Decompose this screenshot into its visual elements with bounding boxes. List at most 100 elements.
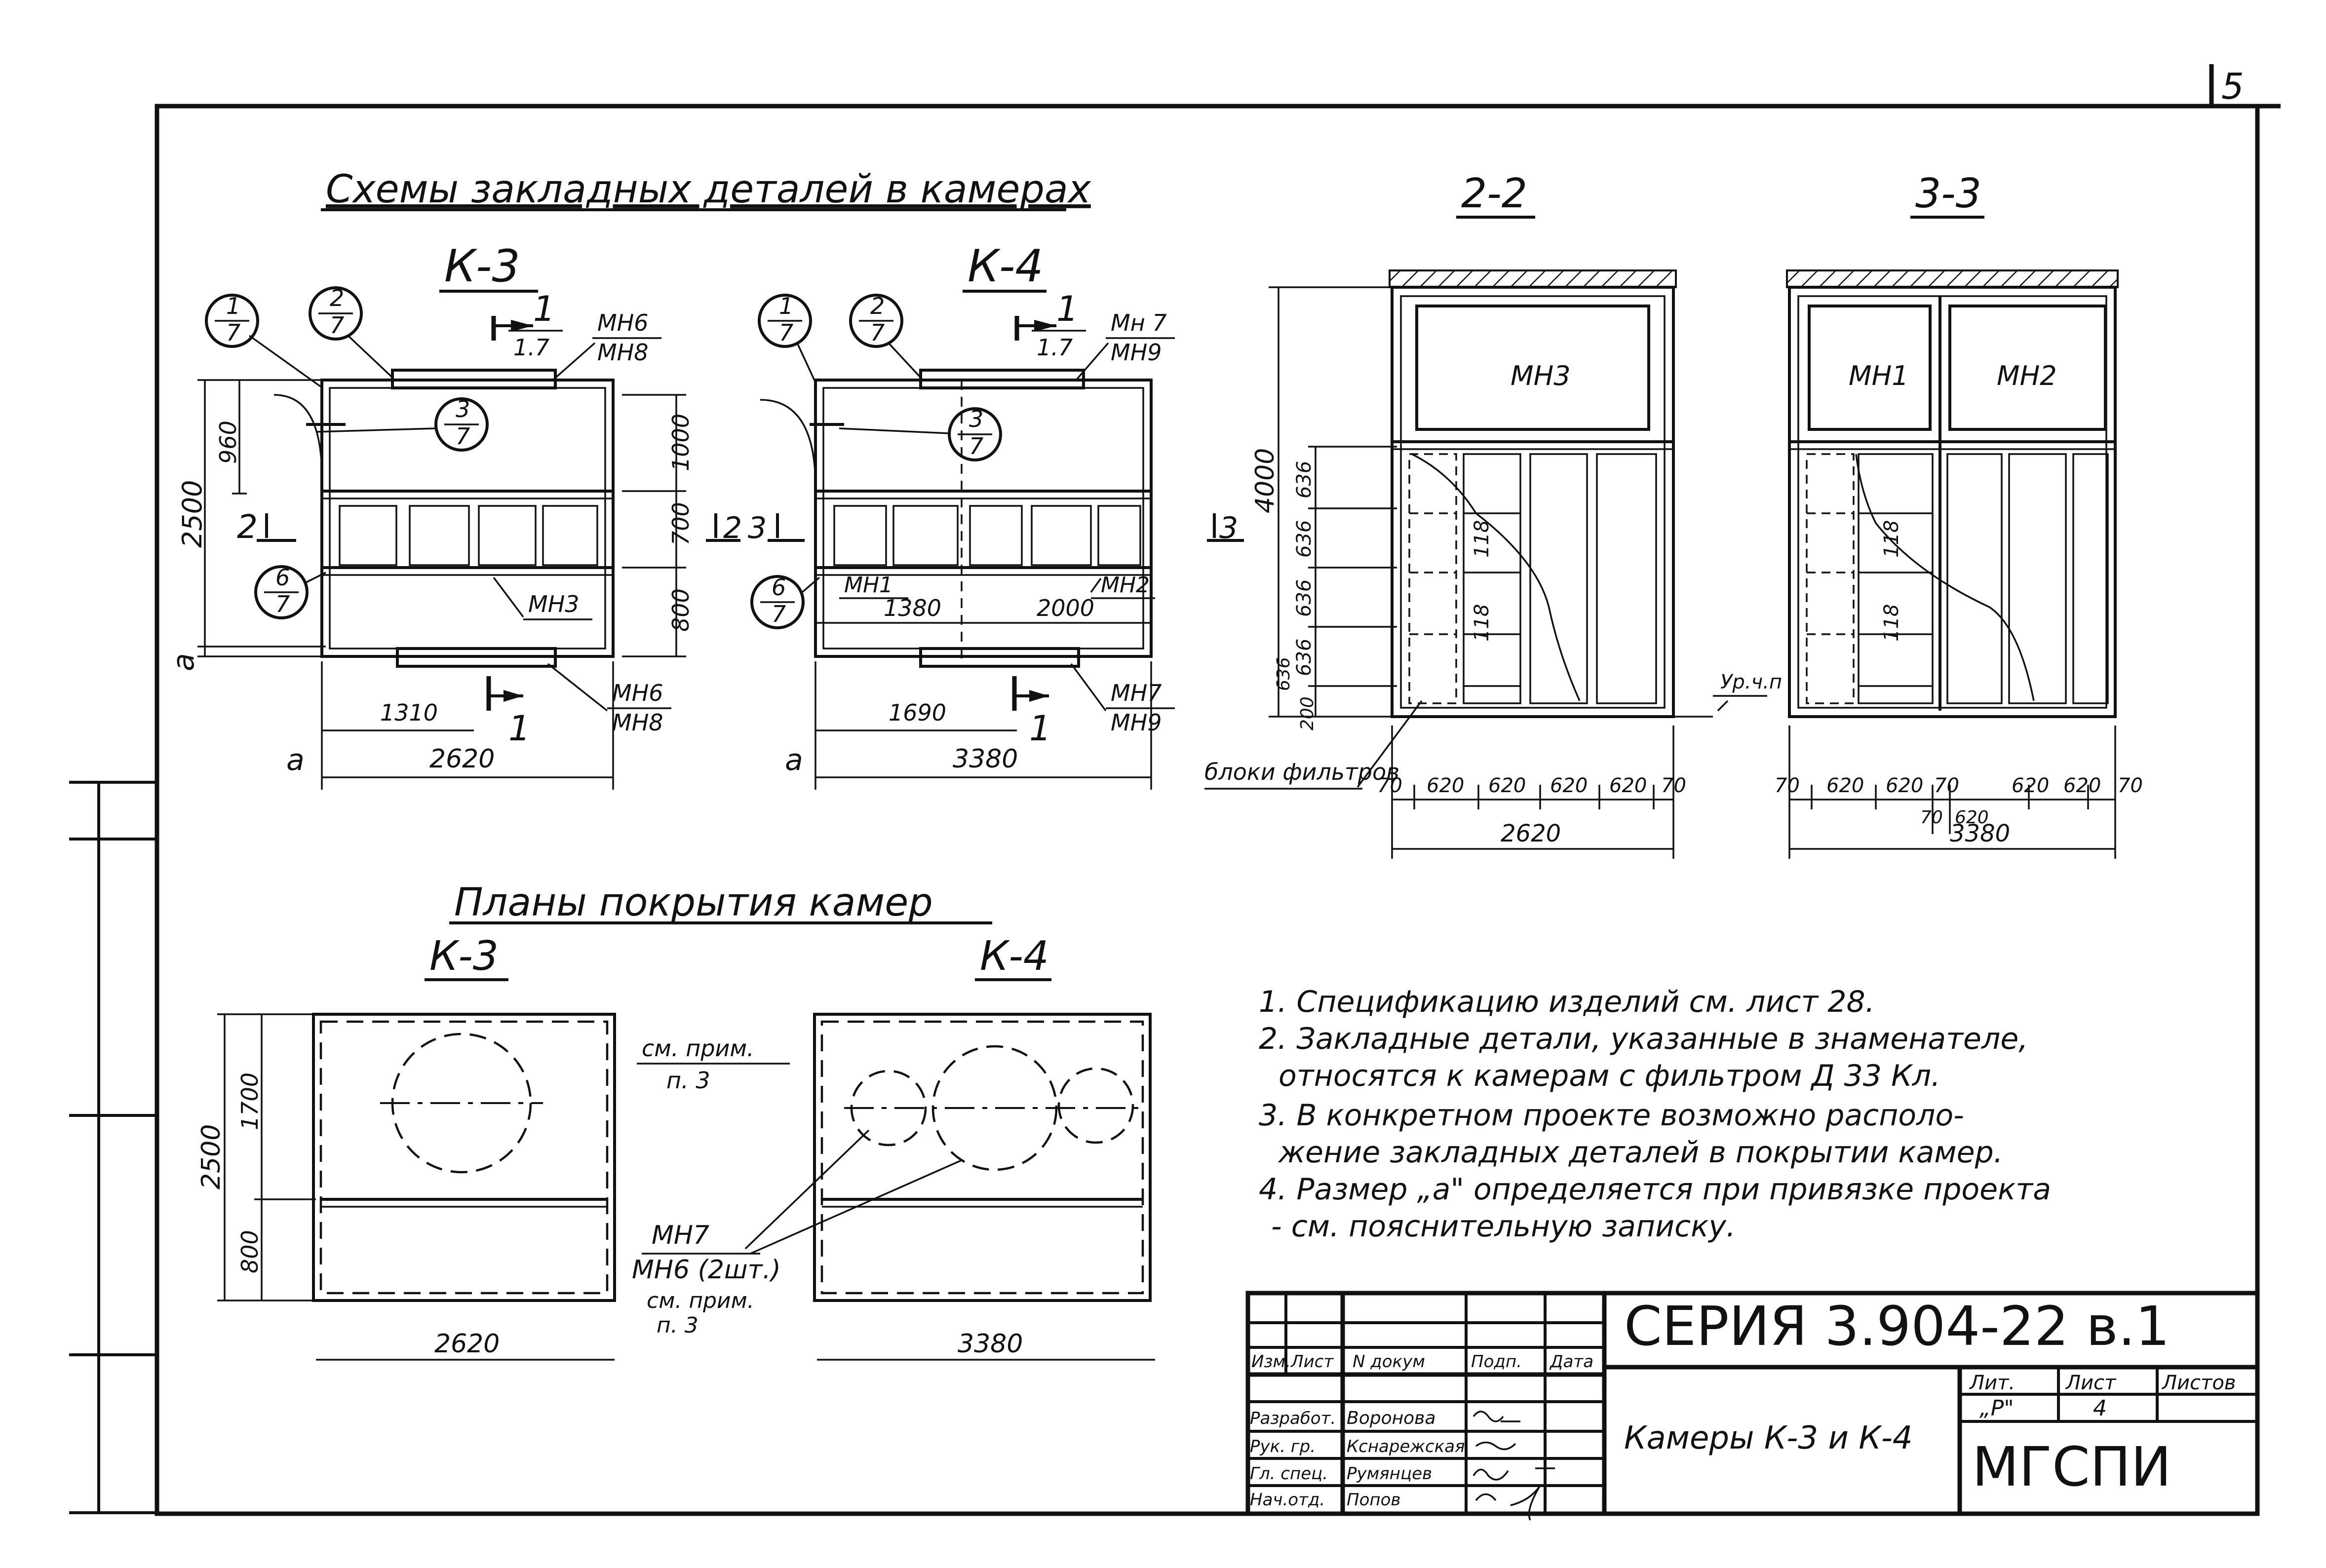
k3-dim-width: 2620 [429,744,495,774]
tb-header-date: Дата [1549,1352,1593,1372]
k3-section-cut-bottom: 1 [508,708,531,749]
plan-k4: К-4 МН7 МН6 (2шт.) см. прим. п. 3 3380 [632,933,1155,1361]
tb-lit-label: Лит. [1969,1372,2015,1394]
k3-dim-2500: 2500 [177,480,208,548]
sec22-filter-blocks: блоки фильтров [1204,759,1399,785]
k3-top-part-2: МН8 [597,339,649,366]
page-number: 5 [2221,66,2244,107]
notes: 1. Спецификацию изделий см. лист 28. 2. … [1259,985,2051,1244]
k3-balloon-1-num: 1 [226,293,240,319]
tb-row-3-name: Румянцев [1347,1464,1432,1484]
plan-k4-note-2: п. 3 [657,1313,698,1338]
k3-bottom-part-1: МН6 [612,680,663,706]
k4-dim-width: 3380 [953,744,1018,774]
sec33-spacing-2: 118 [1880,604,1903,642]
sec33-dim-extra-1: 70 [1920,807,1943,828]
note-line-3: относятся к камерам с фильтром Д 33 Кл. [1279,1059,1940,1093]
k3-scheme: К-3 1 7 2 7 3 7 6 7 [166,240,694,790]
sec22-dim-5: 620 [1609,774,1647,797]
sec22-row-2: 636 [1293,520,1316,558]
sec22-row-3: 636 [1293,579,1316,617]
k3-balloon-1-den: 7 [226,319,240,346]
tb-row-2-role: Рук. гр. [1250,1437,1316,1456]
plan-k3-label: К-3 [429,933,499,980]
plan-k3-dim-2500: 2500 [196,1124,226,1189]
tb-row-1-name: Воронова [1347,1408,1435,1428]
sec22-dim-1: 70 [1377,774,1402,797]
k3-dim-960: 960 [215,421,241,464]
k4-balloon-3-den: 7 [969,433,983,459]
k3-dim-800: 800 [667,588,694,632]
sec33-dim-5: 620 [2012,774,2049,797]
k3-balloon-3-den: 7 [456,423,470,450]
sec33-dim-1: 70 [1775,774,1800,797]
sec33-dim-7: 70 [2118,774,2143,797]
tb-row-4-role: Нач.отд. [1250,1490,1325,1510]
k3-dim-700: 700 [667,502,694,545]
tb-row-1-role: Разработ. [1250,1409,1336,1428]
k4-dim-a-bottom: а [785,743,803,777]
k4-section-sheet-top: 1.7 [1037,334,1073,361]
k4-balloon-1-den: 7 [779,319,793,346]
k4-label: К-4 [968,240,1044,292]
k4-bottom-part-1: МН7 [1111,680,1162,706]
schemes-title: Схемы закладных деталей в камерах [326,167,1091,212]
sec33-dim-3: 620 [1886,774,1923,797]
k4-bottom-part-2: МН9 [1111,709,1162,736]
plans-title: Планы покрытия камер [454,880,933,925]
tb-org: МГСПИ [1972,1435,2171,1498]
k3-section-sheet-top: 1.7 [513,334,549,361]
tb-row-4-name: Попов [1347,1490,1400,1510]
k4-dim-1380: 1380 [884,595,941,621]
k3-balloon-6-den: 7 [275,591,290,617]
tb-series: СЕРИЯ 3.904-22 в.1 [1624,1295,2170,1358]
sheet-frame [69,64,2281,1516]
plan-k3-note-1: см. прим. [642,1035,754,1062]
plan-k4-note-1: см. прим. [647,1288,754,1313]
k3-panel-part: МН3 [528,591,580,617]
k4-panel-part-1: МН1 [844,573,893,598]
k4-top-part-2: МН9 [1111,339,1162,366]
plan-k4-part-mn6: МН6 (2шт.) [632,1255,781,1285]
sec33-dim-2: 620 [1826,774,1864,797]
sec22-dim-6: 70 [1661,774,1686,797]
plan-k3-dim-800: 800 [236,1230,263,1273]
tb-row-3-role: Гл. спец. [1250,1464,1328,1484]
k4-scheme: К-4 1 7 2 7 3 7 6 7 [706,240,1175,790]
tb-header-doc: N докум [1353,1352,1425,1372]
k3-section-cut-top: 1 [533,289,555,329]
sec22-row-5: 636 [1274,657,1294,691]
plan-k3: К-3 2500 1700 800 см. прим. п. 3 2620 [196,933,790,1361]
sec33-dim-6: 620 [2063,774,2101,797]
title-block: Изм. Лист N докум Подп. Дата Разработ. В… [1245,1291,2260,1521]
sec22-dim-4: 620 [1550,774,1588,797]
k4-panel-part-2: МН2 [1101,573,1150,598]
tb-row-2-name: Кснарежская [1347,1437,1465,1456]
note-line-5: жение закладных деталей в покрытии камер… [1278,1135,2003,1170]
k4-dim-2000: 2000 [1037,595,1094,621]
sec22-row-4: 636 [1293,639,1316,676]
sec22-row-1: 636 [1293,461,1316,498]
sec22-spacing-1: 118 [1471,520,1493,558]
tb-header-izm: Изм. [1251,1352,1291,1372]
sec33-label: 3-3 [1915,170,1981,217]
sec22-label: 2-2 [1461,170,1527,217]
tb-lit-value: „Р" [1979,1396,2014,1421]
plan-k3-dim-1700: 1700 [236,1072,263,1130]
k4-section-cut-bottom: 1 [1029,708,1051,749]
note-line-4: 3. В конкретном проекте возможно располо… [1259,1098,1964,1133]
sec22-spacing-2: 118 [1471,604,1493,642]
sec22-panel: МН3 [1511,360,1571,391]
k3-cut-2: 2 [237,508,258,546]
k3-dim-a-left: а [166,653,201,671]
k4-dim-offset: 1690 [889,699,946,726]
section-3-3: 3-3 МН1 МН2 118 118 Ур.ч.п [1713,170,2143,859]
k3-balloon-6-num: 6 [275,564,290,591]
sec33-panel-1: МН1 [1849,360,1909,391]
k4-top-part-1: Мн 7 [1111,309,1167,336]
k3-balloon-3-num: 3 [456,396,470,422]
note-line-7: - см. пояснительную записку. [1271,1209,1736,1244]
k4-balloon-2-den: 7 [870,319,885,346]
plan-k4-label: К-4 [980,933,1049,980]
tb-header-sign: Подп. [1471,1352,1522,1372]
